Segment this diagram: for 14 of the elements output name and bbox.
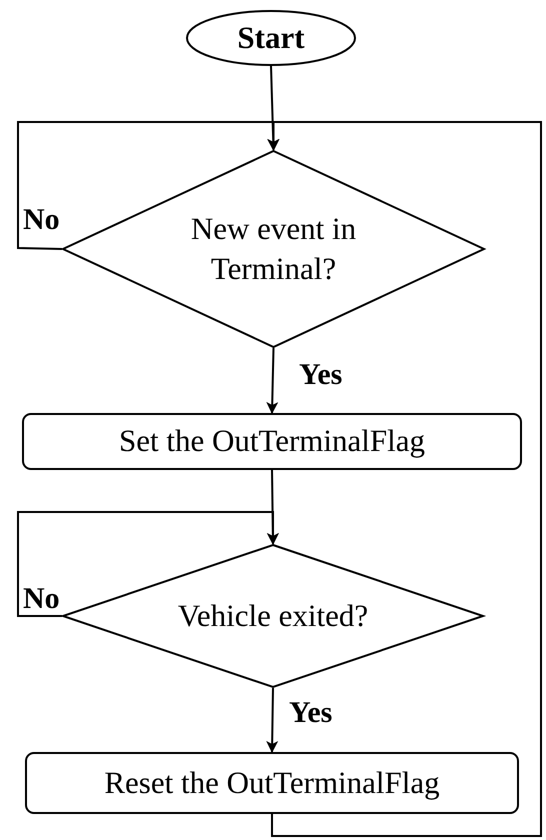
start-terminator	[186, 10, 356, 66]
decision-diamond	[62, 544, 484, 688]
node-text: Set the OutTerminalFlag	[118, 422, 426, 460]
arrow	[268, 121, 542, 837]
arrow	[17, 511, 279, 617]
node-text: New event in Terminal?	[190, 210, 358, 288]
node-text: Vehicle exited?	[178, 596, 368, 635]
process-box	[25, 752, 519, 814]
arrow	[266, 348, 278, 414]
decision-diamond	[62, 150, 485, 348]
process-box	[22, 413, 522, 470]
node-text: Start	[237, 18, 305, 57]
node-text: Reset the OutTerminalFlag	[104, 764, 440, 802]
arrow	[266, 688, 278, 753]
